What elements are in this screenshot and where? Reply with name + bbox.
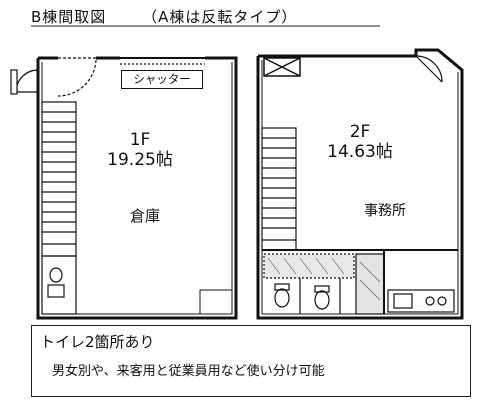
toilet-1f bbox=[41, 255, 77, 315]
floor-2-heading: 2F 14.63帖 bbox=[310, 122, 410, 162]
service-area-2f bbox=[262, 249, 458, 315]
notes-line-1: トイレ2箇所あり bbox=[40, 333, 155, 351]
floor-2-area: 14.63帖 bbox=[327, 142, 393, 162]
floor-1-closet bbox=[199, 289, 233, 315]
floor-1-number: 1F bbox=[129, 130, 151, 150]
notes-box: トイレ2箇所あり 男女別や、来客用と従業員用など使い分け可能 bbox=[31, 325, 471, 397]
floor-1-inner-wall bbox=[41, 62, 233, 315]
window-icon bbox=[263, 57, 301, 77]
staircase-2f bbox=[261, 127, 297, 251]
door-2f-icon bbox=[415, 55, 443, 83]
top-door-icon bbox=[57, 57, 97, 97]
floor-2-walls bbox=[256, 48, 464, 320]
floor-1-plan bbox=[36, 56, 238, 320]
plan-title-subtitle: （A棟は反転タイプ） bbox=[142, 8, 298, 26]
floor-1-walls bbox=[36, 56, 238, 320]
floor-1-heading: 1F 19.25帖 bbox=[95, 130, 185, 170]
toilet-2f-b-icon bbox=[314, 285, 330, 310]
notes-line-2: 男女別や、来客用と従業員用など使い分け可能 bbox=[52, 364, 325, 379]
shutter-label: シャッター bbox=[121, 70, 203, 89]
plan-title: B棟間取図 （A棟は反転タイプ） bbox=[31, 6, 297, 27]
floor-2-room-name: 事務所 bbox=[364, 203, 406, 219]
service-area-hatch bbox=[267, 257, 381, 301]
staircase-1f bbox=[41, 101, 77, 257]
shutter-track bbox=[120, 57, 205, 65]
plan-title-main: B棟間取図 bbox=[31, 8, 107, 26]
floor-2-number: 2F bbox=[349, 122, 371, 142]
toilet-2f-a-icon bbox=[274, 283, 290, 308]
entrance-door-icon bbox=[10, 69, 39, 95]
kitchen-sink-icon bbox=[387, 289, 455, 313]
floor-1-area: 19.25帖 bbox=[107, 150, 173, 170]
floor-1-room-name: 倉庫 bbox=[129, 207, 160, 225]
